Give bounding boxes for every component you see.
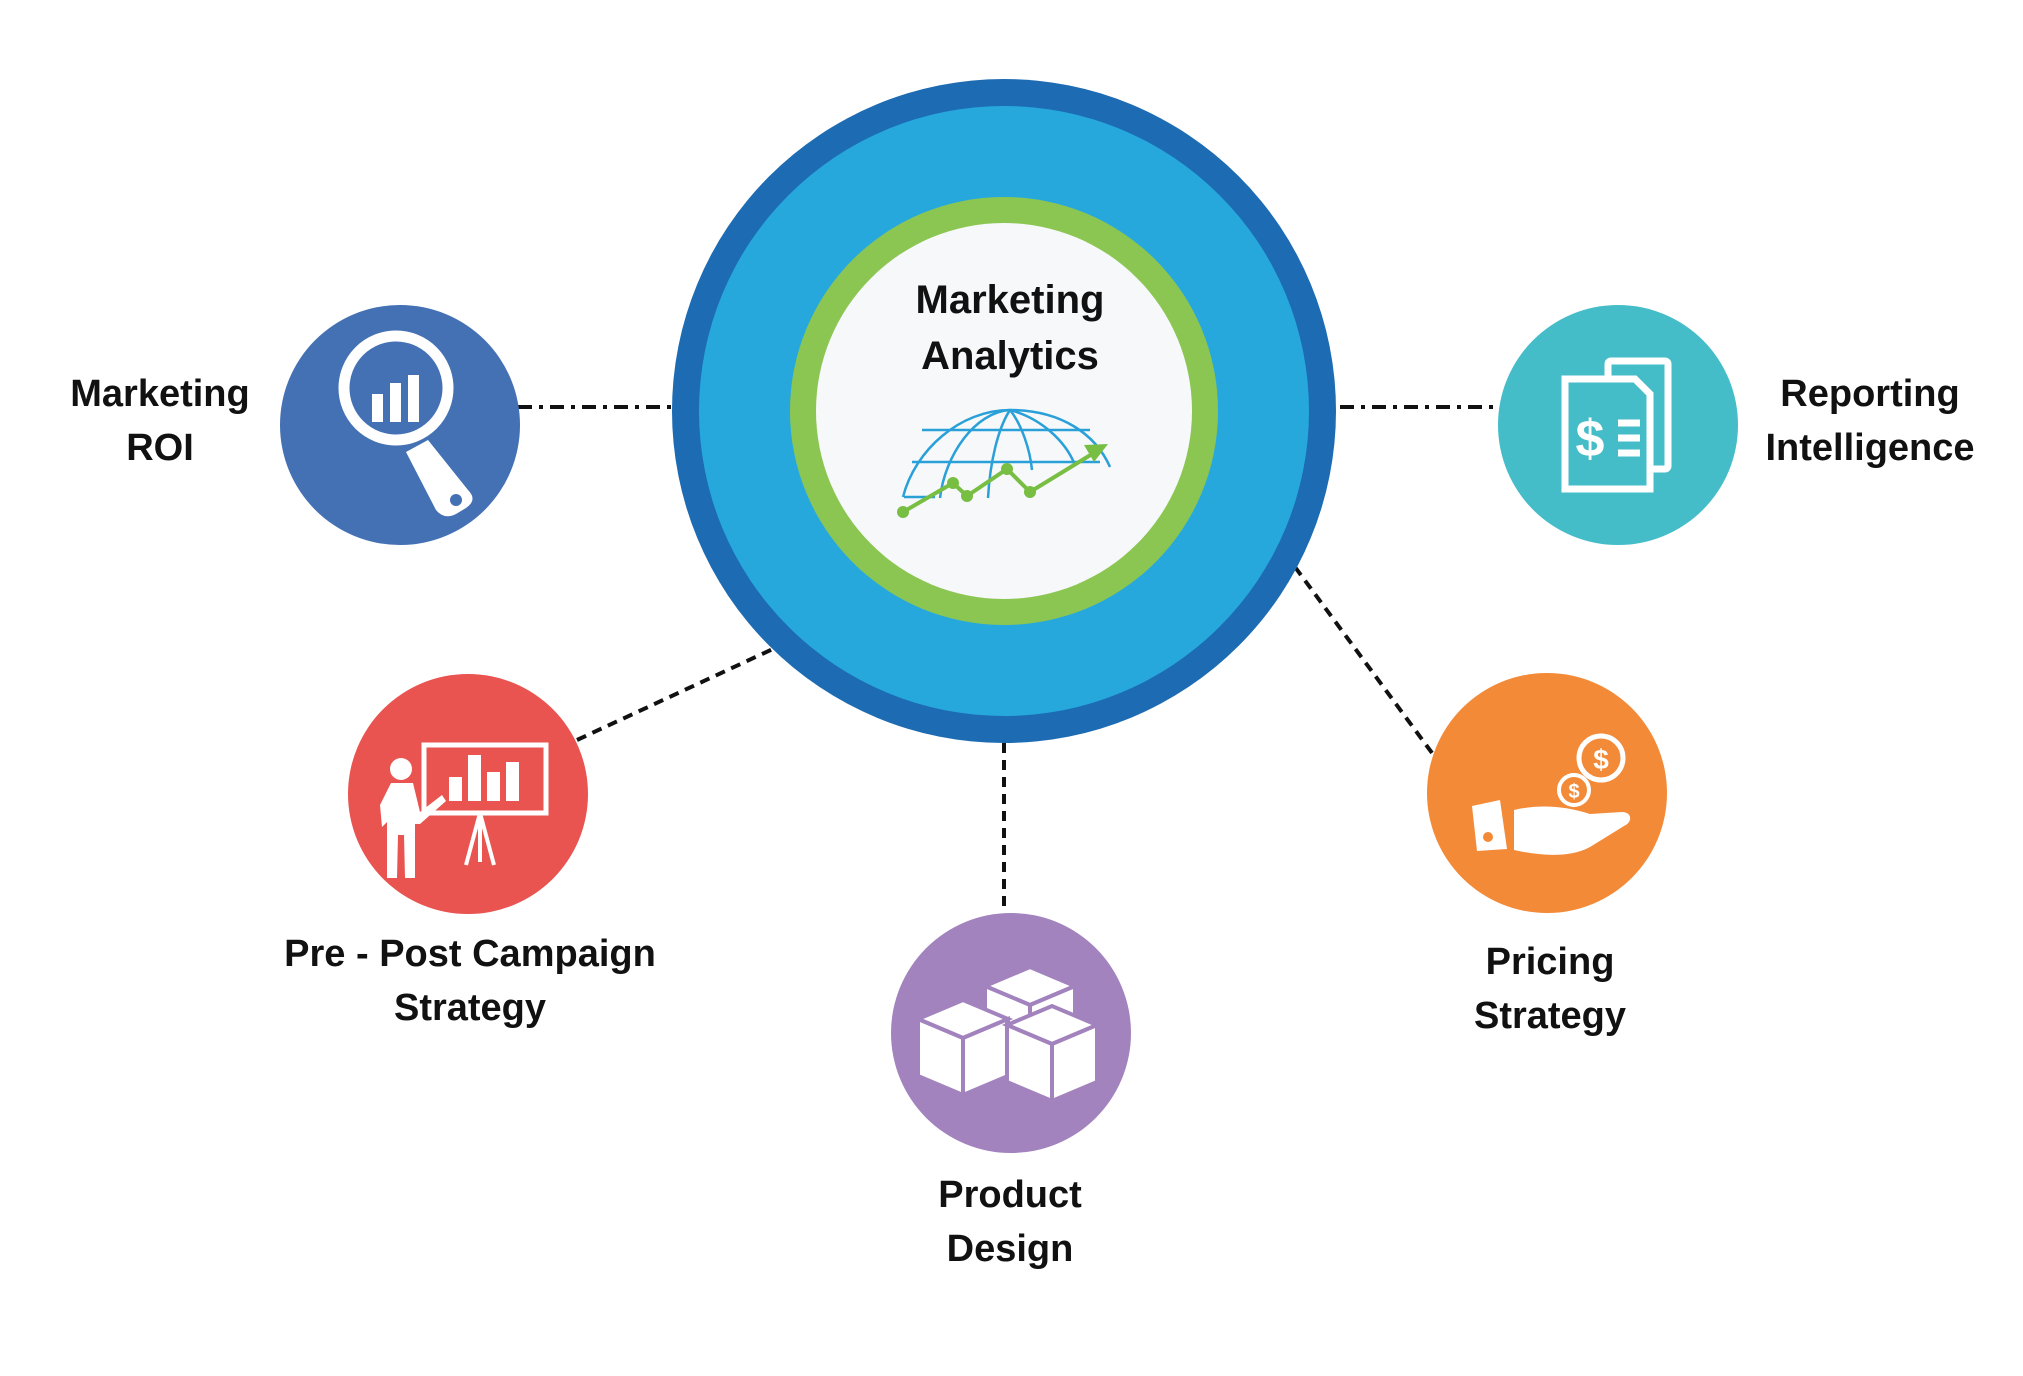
magnifier-chart-icon [338,330,473,517]
central-hub [672,79,1336,743]
label-pricing-strategy-line2: Strategy [1473,995,1627,1037]
label-pricing-strategy: Pricing Strategy [1400,935,1700,1043]
label-campaign-strategy: Pre - Post Campaign Strategy [240,927,700,1035]
presenter-chart-icon [380,742,549,878]
label-reporting-intelligence-line1: Reporting [1780,373,1960,415]
node-pricing-strategy: $ $ [1427,673,1667,913]
label-campaign-strategy-line1: Pre - Post Campaign [284,933,656,975]
connector-pricing-strategy [1293,565,1437,759]
center-title-line1: Marketing [915,278,1105,322]
label-product-design: Product Design [880,1168,1140,1276]
label-marketing-roi-line2: ROI [126,427,194,469]
label-campaign-strategy-line2: Strategy [393,987,547,1029]
label-pricing-strategy-line1: Pricing [1485,941,1615,983]
connector-campaign-strategy [576,646,776,742]
svg-text:$: $ [1593,744,1609,775]
node-marketing-roi [280,305,520,545]
node-circle-pricing-strategy [1427,673,1667,913]
center-title: Marketing Analytics [880,272,1140,384]
label-marketing-roi: Marketing ROI [35,367,285,475]
center-title-line2: Analytics [921,334,1099,378]
label-product-design-line1: Product [938,1174,1082,1216]
node-reporting-intelligence: $ [1498,305,1738,545]
svg-text:$: $ [1568,781,1579,803]
label-reporting-intelligence-line2: Intelligence [1765,427,1975,469]
label-product-design-line2: Design [946,1228,1074,1270]
globe-trend-icon [897,408,1112,518]
label-marketing-roi-line1: Marketing [70,373,250,415]
node-campaign-strategy [348,674,588,914]
node-product-design [891,913,1131,1153]
hand-coins-icon: $ $ [1472,733,1631,855]
dollar-document-icon [1561,357,1672,493]
dollar-sign-icon: $ [1576,410,1605,468]
label-reporting-intelligence: Reporting Intelligence [1720,367,2020,475]
boxes-icon [912,964,1103,1105]
connectors [518,405,1498,907]
